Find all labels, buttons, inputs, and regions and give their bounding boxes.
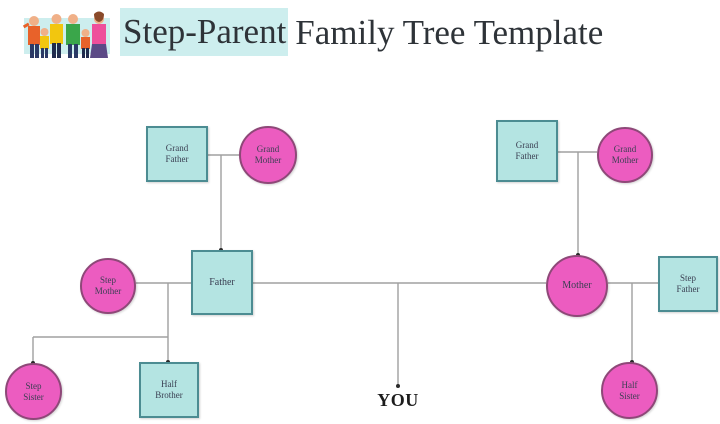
- node-maternal-grandmother[interactable]: Grand Mother: [597, 127, 653, 183]
- node-label-maternal-grandmother: Grand Mother: [611, 144, 639, 165]
- node-label-maternal-grandfather: Grand Father: [515, 140, 539, 161]
- node-label-step-sister: Step Sister: [23, 380, 44, 402]
- node-label-half-sister: Half Sister: [619, 379, 640, 401]
- page-title-rest: Family Tree Template: [295, 12, 604, 52]
- node-maternal-grandfather[interactable]: Grand Father: [496, 120, 558, 182]
- node-label-paternal-grandmother: Grand Mother: [254, 144, 282, 165]
- node-step-mother[interactable]: Step Mother: [80, 258, 136, 314]
- node-step-father[interactable]: Step Father: [658, 256, 718, 312]
- node-step-sister[interactable]: Step Sister: [5, 363, 62, 420]
- page-title-highlight: Step-Parent: [120, 8, 289, 56]
- node-paternal-grandfather[interactable]: Grand Father: [146, 126, 208, 182]
- node-label-mother: Mother: [562, 280, 592, 292]
- node-label-half-brother: Half Brother: [155, 379, 183, 400]
- arrow-end-you: [396, 384, 400, 388]
- page-title: Step-Parent Family Tree Template: [120, 6, 603, 58]
- node-half-sister[interactable]: Half Sister: [601, 362, 658, 419]
- page-header: Step-Parent Family Tree Template: [0, 0, 720, 70]
- node-paternal-grandmother[interactable]: Grand Mother: [239, 126, 297, 184]
- family-group-illustration: [22, 11, 110, 58]
- node-label-step-mother: Step Mother: [94, 275, 122, 296]
- node-father[interactable]: Father: [191, 250, 253, 315]
- you-label: YOU: [377, 390, 419, 410]
- node-half-brother[interactable]: Half Brother: [139, 362, 199, 418]
- node-mother[interactable]: Mother: [546, 255, 608, 317]
- node-label-step-father: Step Father: [676, 273, 700, 294]
- node-label-father: Father: [209, 276, 235, 288]
- node-label-paternal-grandfather: Grand Father: [165, 143, 189, 164]
